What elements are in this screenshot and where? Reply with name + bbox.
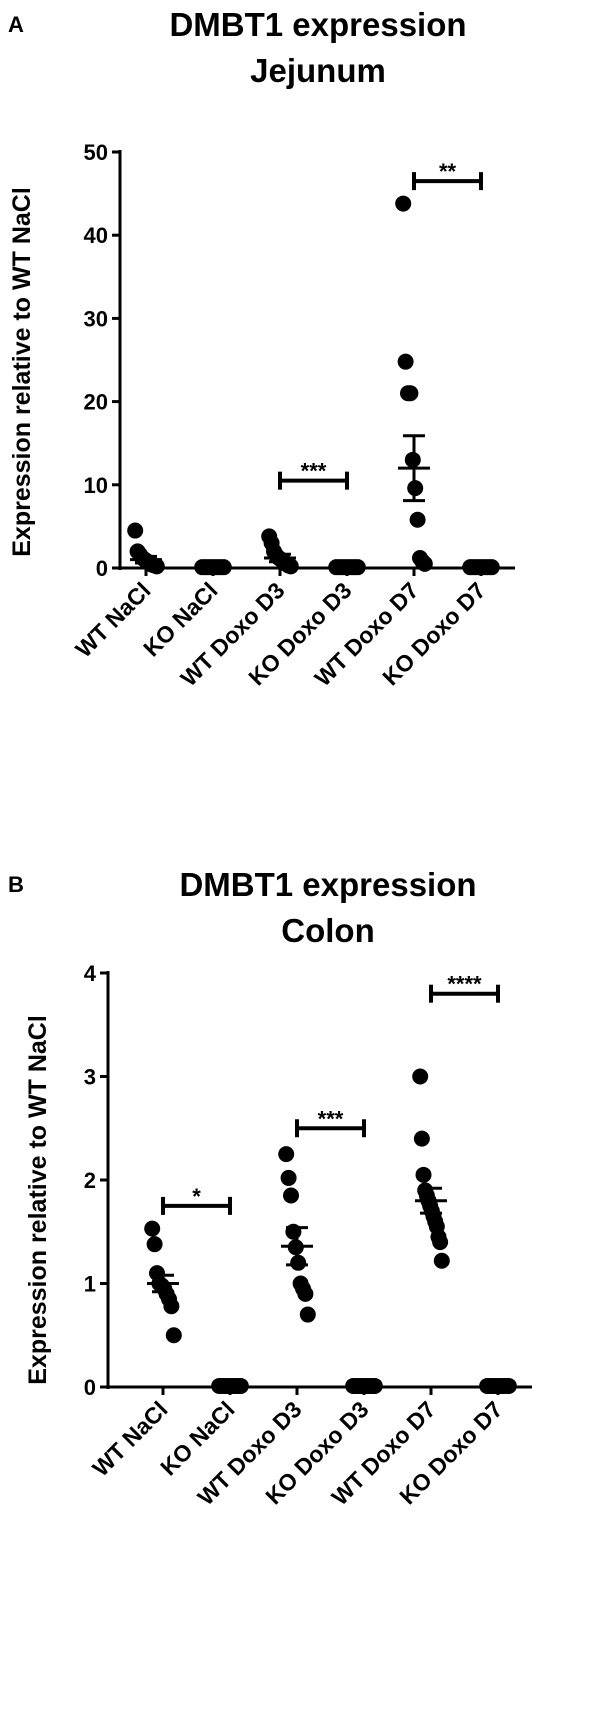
significance-label: ** [439,159,457,184]
data-point [395,195,412,212]
x-category-label: WT NaCl [87,1396,172,1481]
y-tick-label: 3 [84,1065,96,1090]
y-tick-label: 2 [84,1168,96,1193]
y-tick-label: 50 [84,140,108,165]
data-point [297,1285,314,1302]
data-point [127,522,144,539]
y-tick-label: 20 [84,390,108,415]
panel-letter: A [8,12,24,37]
y-axis-label: Expression relative to WT NaCl [24,1015,52,1385]
data-point [397,353,414,370]
y-tick-label: 0 [96,556,108,581]
chart-title-line: Jejunum [250,52,386,89]
data-point [409,511,426,528]
data-point [432,1234,449,1251]
chart-title-line: DMBT1 expression [169,6,466,43]
x-category-label: WT NaCl [70,577,155,662]
data-point [402,385,419,402]
data-point [278,1146,295,1163]
data-point [165,1327,182,1344]
significance-label: *** [301,459,327,484]
data-point [433,1252,450,1269]
significance-label: *** [318,1106,344,1131]
y-tick-label: 1 [84,1272,96,1297]
data-point [412,1068,429,1085]
data-point [283,1187,299,1204]
chart-title-line: DMBT1 expression [179,866,476,903]
data-point [144,1220,161,1237]
significance-label: **** [447,972,482,997]
y-tick-label: 40 [84,223,108,248]
data-point [415,1166,432,1183]
data-point [280,1169,297,1186]
data-point [416,555,433,572]
significance-label: * [192,1184,201,1209]
data-point [299,1306,316,1323]
panel-letter: B [8,872,24,897]
chart-title-line: Colon [281,912,374,949]
y-tick-label: 4 [84,961,97,986]
data-point [163,1298,180,1315]
y-tick-label: 30 [84,306,108,331]
y-axis-label: Expression relative to WT NaCl [8,187,36,557]
y-tick-label: 0 [84,1375,96,1400]
data-point [146,1236,163,1253]
y-tick-label: 10 [84,473,108,498]
data-point [413,1130,430,1147]
